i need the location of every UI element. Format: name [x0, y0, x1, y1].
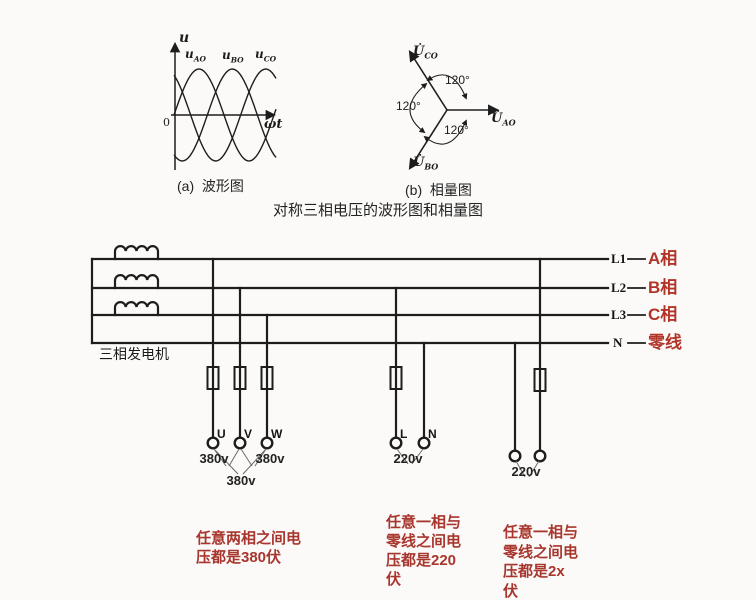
line-label-l2: L2 [611, 280, 627, 295]
circuit-lines [90, 245, 646, 463]
fuse [260, 366, 274, 390]
note-phase-to-phase: 任意两相之间电压都是380伏 [196, 530, 302, 566]
phasor-caption: (b) 相量图 [405, 182, 472, 198]
wave-y-axis-label: u [179, 30, 190, 46]
voltage-380-bottom: 380v [226, 473, 256, 488]
voltage-380-left: 380v [199, 451, 229, 466]
terminal-label-v: V [244, 427, 253, 441]
wave-origin-label: 0 [163, 116, 170, 129]
phase-label-c: C相 [648, 305, 678, 324]
terminal [389, 436, 403, 450]
wave-curve-label-uao: uAO [185, 47, 206, 64]
generator-label: 三相发电机 [99, 346, 169, 362]
voltage-leader-lines [213, 448, 540, 478]
terminal-label-w: W [271, 427, 283, 441]
phasor-label-uco: U̇CO [413, 44, 438, 61]
terminal-label-u: U [217, 427, 226, 441]
fuse [389, 366, 403, 390]
phase-label-b: B相 [648, 278, 678, 297]
figure-caption: 对称三相电压的波形图和相量图 [273, 202, 484, 219]
wave-curve-label-uco: uCO [255, 47, 277, 64]
waveform-caption: (a) 波形图 [177, 178, 244, 194]
terminal-label-n: N [428, 427, 437, 441]
phasor-label-ubo: U̇BO [413, 155, 439, 172]
line-label-l1: L1 [611, 251, 627, 266]
phase-label-a: A相 [648, 249, 678, 268]
terminal [508, 449, 522, 463]
angle-arc-bottom [423, 119, 468, 145]
angle-label-left: 120° [396, 99, 421, 113]
angle-label-bottom: 120° [444, 123, 469, 137]
phasor-label-uao: U̇AO [491, 111, 516, 128]
fuse [233, 366, 247, 390]
terminal [260, 436, 274, 450]
terminal [533, 449, 547, 463]
terminal-label-l: L [400, 427, 408, 441]
terminal [417, 436, 431, 450]
angle-label-top: 120° [445, 73, 470, 87]
line-label-l3: L3 [611, 307, 627, 322]
generator-coils [113, 245, 160, 317]
wave-curve-label-ubo: uBO [222, 48, 244, 65]
phasor-plot [408, 50, 500, 170]
waveform-plot [169, 41, 277, 170]
phase-label-neutral: 零线 [648, 333, 682, 352]
voltage-220-group3: 220v [511, 464, 541, 479]
terminal [233, 436, 247, 450]
fuse [533, 368, 547, 392]
voltage-220-group2: 220v [393, 451, 423, 466]
voltage-380-right: 380v [255, 451, 285, 466]
wave-x-axis-label: ωt [264, 117, 283, 132]
terminal [206, 436, 220, 450]
label-dashes [627, 258, 646, 344]
fuse [206, 366, 220, 390]
line-label-n: N [613, 335, 623, 350]
angle-arc-top [426, 74, 468, 100]
angle-arc-left [409, 82, 428, 134]
sine-curves [173, 68, 277, 162]
